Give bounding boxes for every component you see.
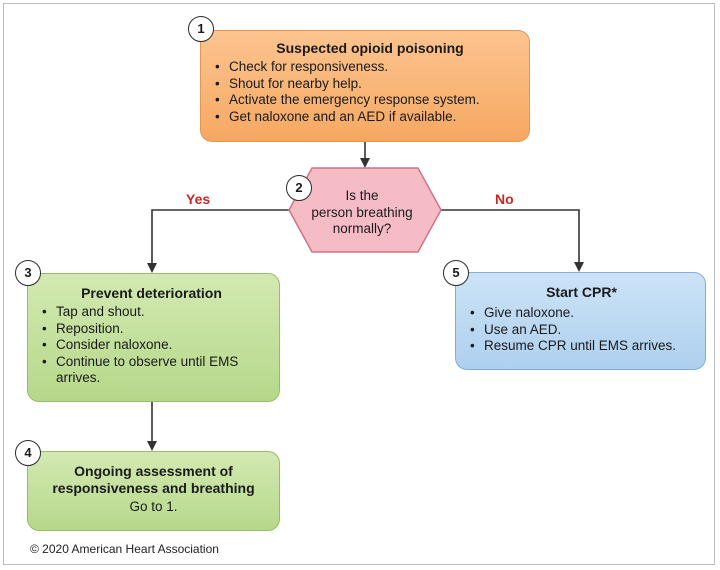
step4-box: Ongoing assessment of responsiveness and… — [27, 451, 280, 531]
yes-label: Yes — [186, 191, 211, 207]
list-item: Continue to observe until EMS arrives. — [42, 354, 246, 387]
step2-number-badge: 2 — [286, 175, 312, 201]
list-item: Use an AED. — [470, 322, 693, 339]
list-item: Get naloxone and an AED if available. — [215, 109, 517, 126]
list-item: Resume CPR until EMS arrives. — [470, 338, 693, 355]
step1-number-badge: 1 — [188, 16, 214, 42]
arrow-yes-to-step3 — [147, 209, 289, 273]
step5-number-badge: 5 — [443, 260, 469, 286]
step1-box: Suspected opioid poisoning Check for res… — [200, 30, 530, 142]
step4-body: Go to 1. — [129, 499, 178, 514]
list-item: Give naloxone. — [470, 305, 693, 322]
question-line: person breathing — [311, 204, 413, 220]
list-item: Reposition. — [42, 321, 267, 338]
step5-list: Give naloxone. Use an AED. Resume CPR un… — [470, 305, 693, 355]
step5-title: Start CPR* — [546, 284, 617, 300]
diagram-frame — [3, 3, 715, 565]
list-item: Check for responsiveness. — [215, 59, 517, 76]
step4-number-badge: 4 — [15, 440, 41, 466]
list-item: Consider naloxone. — [42, 337, 267, 354]
step5-box: Start CPR* Give naloxone. Use an AED. Re… — [455, 272, 706, 370]
step3-box: Prevent deterioration Tap and shout. Rep… — [27, 273, 280, 402]
step3-list: Tap and shout. Reposition. Consider nalo… — [42, 304, 267, 387]
step3-title: Prevent deterioration — [81, 285, 222, 301]
step4-title-line: responsiveness and breathing — [52, 480, 255, 496]
question-line: normally? — [332, 221, 392, 236]
step4-title-line: Ongoing assessment of — [74, 463, 233, 479]
list-item: Activate the emergency response system. — [215, 92, 517, 109]
step1-title: Suspected opioid poisoning — [276, 40, 464, 56]
copyright-notice: © 2020 American Heart Association — [30, 542, 219, 556]
step3-number-badge: 3 — [15, 260, 41, 286]
step1-list: Check for responsiveness. Shout for near… — [215, 59, 517, 125]
decision-question: Is the person breathing normally? — [300, 188, 424, 238]
decision-hexagon — [288, 167, 442, 253]
question-line: Is the — [345, 188, 379, 203]
arrow-no-to-step5 — [441, 209, 584, 272]
no-label: No — [495, 191, 514, 207]
list-item: Tap and shout. — [42, 304, 267, 321]
list-item: Shout for nearby help. — [215, 76, 517, 93]
